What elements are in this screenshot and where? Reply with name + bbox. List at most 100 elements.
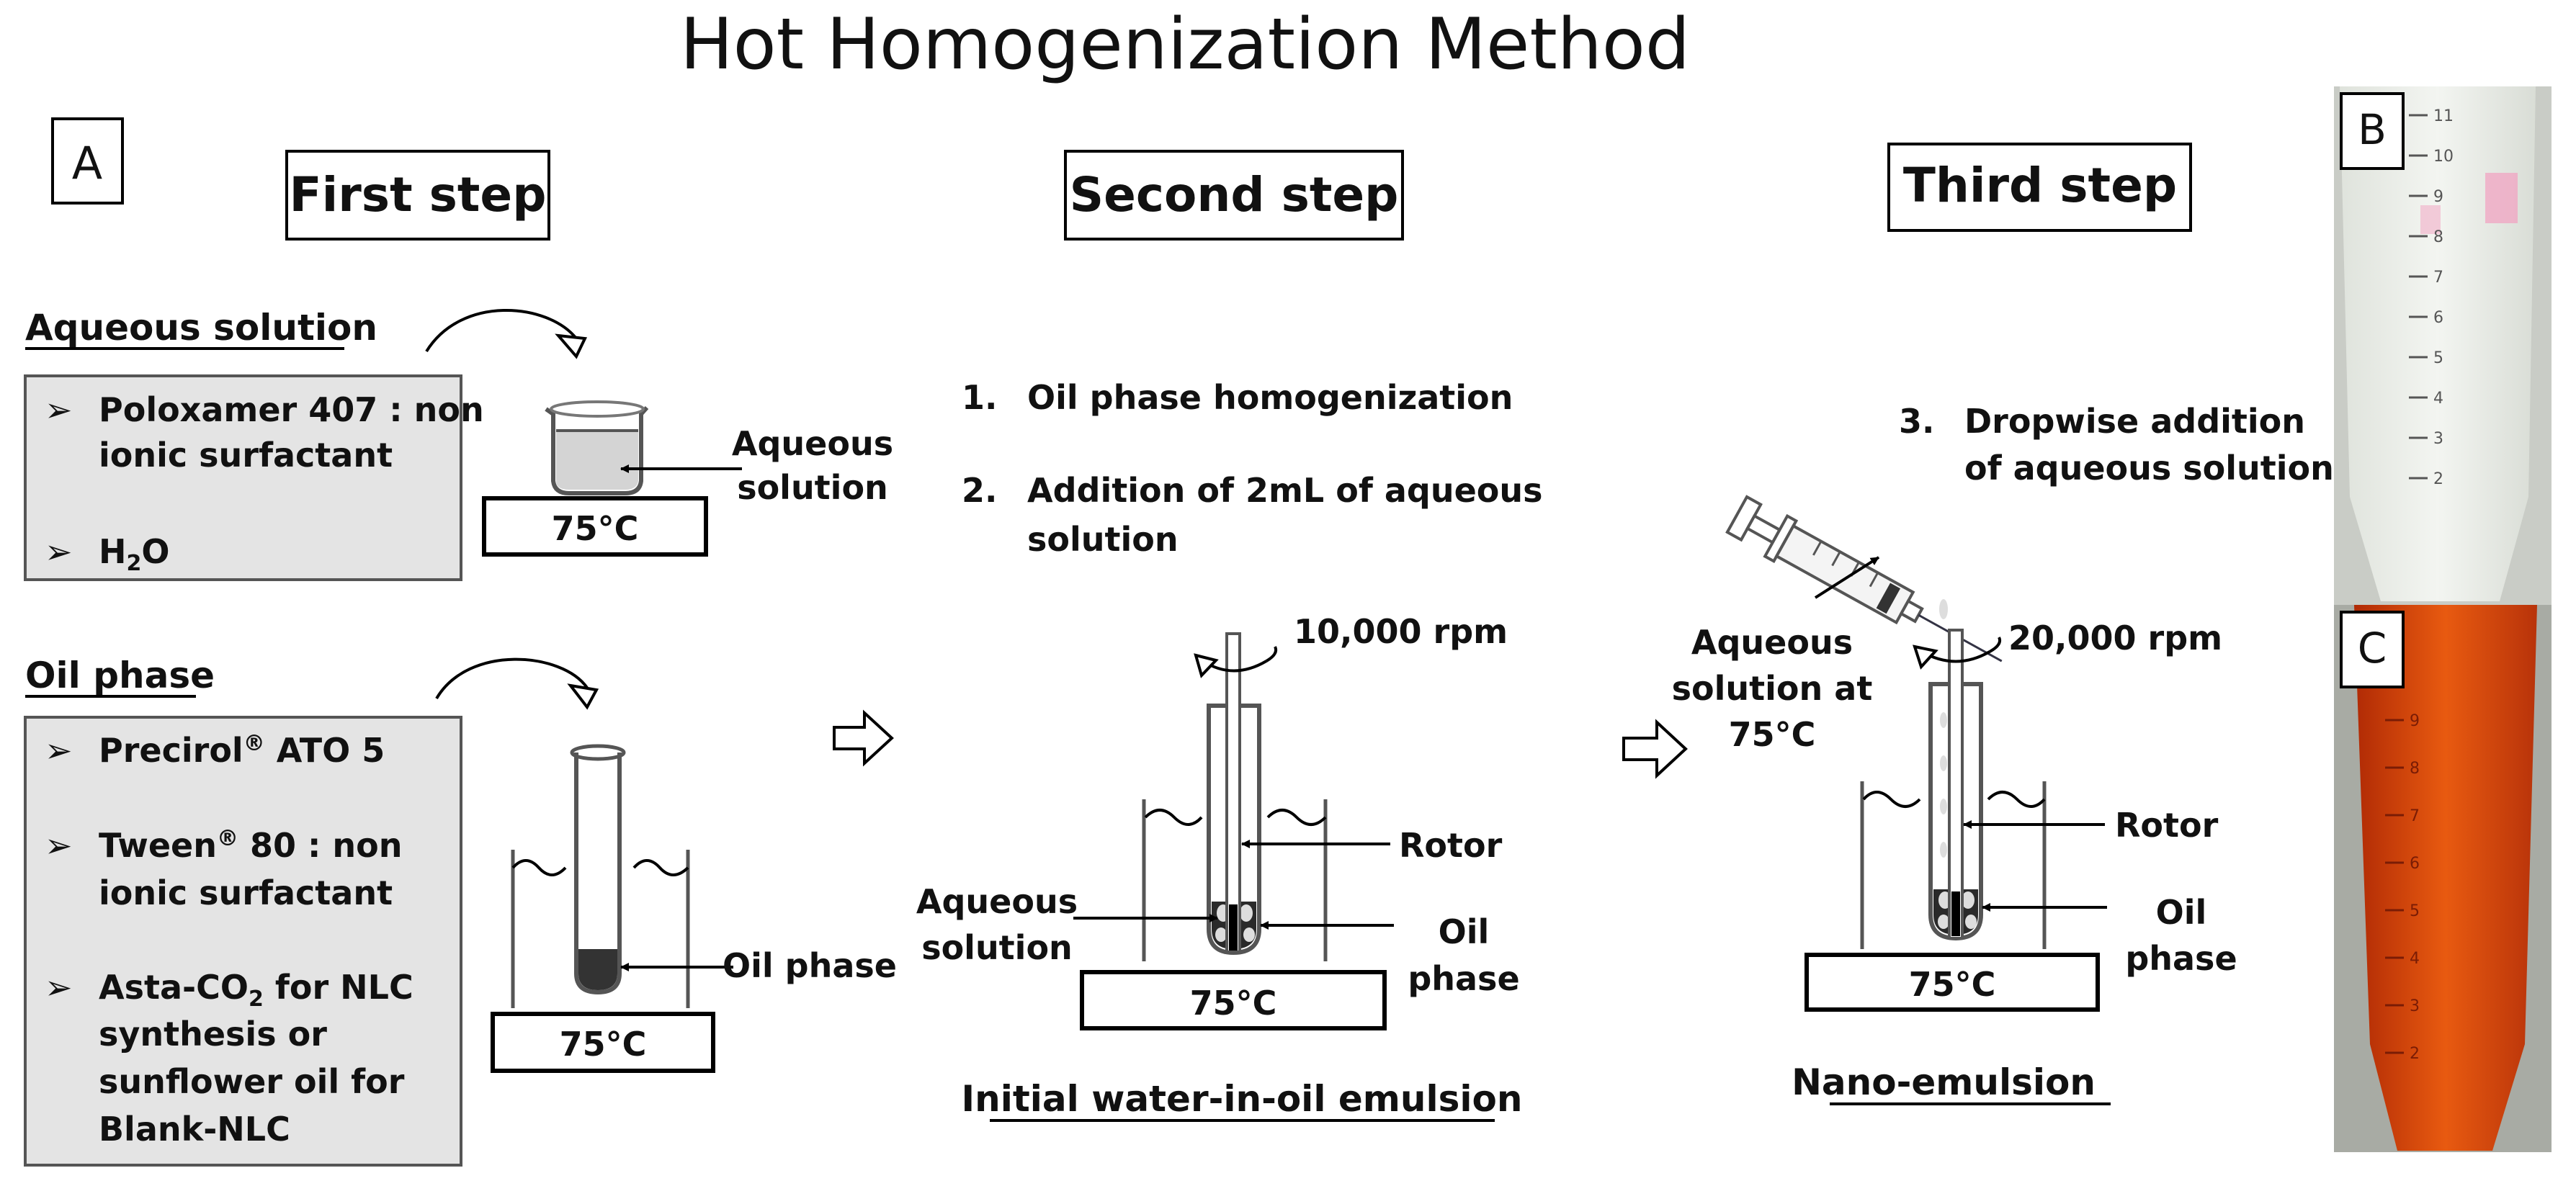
- hotplate-2: 75°C: [491, 1012, 715, 1073]
- scale-tick-label: 10: [2433, 148, 2454, 166]
- second-step-caption: Initial water-in-oil emulsion: [962, 1078, 1523, 1120]
- second-step-header: Second step: [1064, 150, 1404, 241]
- oil-test-tube-bath: [511, 744, 690, 1008]
- curved-arrow-aqueous: [425, 308, 578, 353]
- instruction-1-number: 1.: [962, 378, 997, 417]
- instruction-2-text-line2: solution: [1027, 520, 1179, 559]
- hotplate-4-temp: 75°C: [1909, 965, 1996, 1004]
- syringe-label-1: Aqueous: [1691, 623, 1853, 662]
- oil-label-2a: Oil: [1439, 912, 1490, 951]
- instruction-3-text-line2: of aqueous solution: [1964, 449, 2334, 488]
- instruction-3-text: Dropwise addition: [1964, 402, 2305, 441]
- oil-label-3a: Oil: [2156, 893, 2207, 932]
- aqueous-item-poloxamer-line2: ionic surfactant: [99, 436, 393, 475]
- scale-tick-label: 2: [2433, 470, 2443, 488]
- second-step-label: Second step: [1070, 167, 1399, 223]
- oil-label-3b: phase: [2125, 939, 2237, 978]
- syringe-pointer: [1814, 556, 1880, 599]
- aqueous-beaker-label-2: solution: [737, 468, 888, 507]
- scale-tick-label: 7: [2433, 269, 2443, 287]
- panel-label-a: A: [51, 117, 124, 205]
- photo-c: 9 8 7 6 5 4 3 2 C: [2334, 605, 2552, 1152]
- syringe-label-2: solution at: [1672, 669, 1873, 708]
- scale-tick-label: 9: [2433, 188, 2443, 206]
- panel-label-b-text: B: [2358, 105, 2387, 154]
- rpm-label-1: 10,000 rpm: [1294, 612, 1508, 651]
- oil-item-asta-line3: sunflower oil for: [99, 1062, 405, 1101]
- panel-label-c-text: C: [2358, 624, 2387, 673]
- scale-tick-label: 4: [2410, 950, 2420, 968]
- syringe-icon: [1725, 495, 2003, 662]
- oil-ingredients-box: ➢ Precirol® ATO 5 ➢ Tween® 80 : non ioni…: [24, 716, 462, 1167]
- step-arrow-1: [833, 709, 894, 767]
- hotplate-4: 75°C: [1804, 953, 2100, 1012]
- aqueous-label-2b: solution: [921, 928, 1073, 967]
- scale-tick-label: 11: [2433, 107, 2454, 125]
- scale-c: 9 8 7 6 5 4 3 2: [2385, 712, 2420, 1063]
- curved-arrow-aqueous-head: [555, 333, 588, 359]
- scale-tick-label: 6: [2410, 855, 2420, 873]
- hotplate-3: 75°C: [1080, 970, 1387, 1030]
- rotor-label-1: Rotor: [1399, 826, 1503, 865]
- aqueous-item-water: H2O: [99, 532, 169, 576]
- third-step-caption: Nano-emulsion: [1792, 1061, 2096, 1103]
- instruction-2-number: 2.: [962, 471, 997, 510]
- oil-label-2b: phase: [1408, 959, 1519, 998]
- oil-item-tween: Tween® 80 : non: [99, 826, 403, 865]
- aqueous-beaker-label-1: Aqueous: [732, 424, 893, 463]
- list-bullet: ➢: [45, 731, 73, 770]
- instruction-2-text: Addition of 2mL of aqueous: [1027, 471, 1543, 510]
- list-bullet: ➢: [45, 968, 73, 1007]
- scale-tick-label: 9: [2410, 712, 2420, 730]
- homogenizer-2: [1860, 629, 2047, 949]
- list-bullet: ➢: [45, 532, 73, 571]
- aqueous-item-poloxamer: Poloxamer 407 : non: [99, 390, 484, 429]
- oil-item-precirol: Precirol® ATO 5: [99, 731, 385, 770]
- hotplate-1: 75°C: [482, 496, 708, 557]
- scale-tick-label: 7: [2410, 807, 2420, 825]
- panel-label-a-text: A: [72, 137, 102, 189]
- step-arrow-2: [1622, 719, 1688, 779]
- hotplate-2-temp: 75°C: [560, 1025, 647, 1064]
- rpm-label-2: 20,000 rpm: [2008, 619, 2222, 657]
- syringe-label-3: 75°C: [1729, 715, 1816, 754]
- third-step-label: Third step: [1903, 158, 2177, 213]
- curved-arrow-oil: [435, 657, 589, 700]
- third-step-header: Third step: [1887, 143, 2192, 232]
- aqueous-beaker: [545, 400, 649, 495]
- instruction-1-text: Oil phase homogenization: [1027, 378, 1513, 417]
- photo-b: 11 10 9 8 7 6 5 4 3 2 B: [2334, 86, 2552, 605]
- hotplate-3-temp: 75°C: [1190, 984, 1277, 1023]
- scale-tick-label: 6: [2433, 309, 2443, 327]
- homogenizer-1: [1142, 632, 1328, 961]
- oil-item-tween-line2: ionic surfactant: [99, 873, 393, 912]
- aqueous-ingredients-box: ➢ Poloxamer 407 : non ionic surfactant ➢…: [24, 374, 484, 581]
- first-step-header: First step: [285, 150, 550, 241]
- oil-phase-heading: Oil phase: [25, 655, 215, 696]
- droplet: [1939, 599, 1948, 619]
- scale-tick-label: 3: [2433, 430, 2443, 448]
- aqueous-solution-heading: Aqueous solution: [25, 307, 377, 349]
- aqueous-label-2a: Aqueous: [916, 882, 1078, 921]
- curved-arrow-oil-head: [567, 683, 599, 710]
- list-bullet: ➢: [45, 826, 73, 865]
- list-bullet: ➢: [45, 390, 73, 429]
- hotplate-1-temp: 75°C: [552, 509, 639, 548]
- instruction-3-number: 3.: [1899, 402, 1934, 441]
- scale-tick-label: 5: [2433, 349, 2443, 367]
- scale-tick-label: 8: [2433, 228, 2443, 246]
- scale-b: 11 10 9 8 7 6 5 4 3 2: [2409, 107, 2454, 488]
- oil-item-asta-line4: Blank-NLC: [99, 1110, 290, 1149]
- scale-tick-label: 3: [2410, 997, 2420, 1015]
- oil-item-asta: Asta-CO2 for NLC: [99, 968, 413, 1012]
- figure-title: Hot Homogenization Method: [680, 4, 1690, 86]
- oil-item-asta-line2: synthesis or: [99, 1015, 327, 1054]
- scale-tick-label: 5: [2410, 902, 2420, 920]
- scale-tick-label: 8: [2410, 760, 2420, 778]
- oil-tube-label: Oil phase: [723, 946, 897, 985]
- scale-tick-label: 2: [2410, 1045, 2420, 1063]
- scale-tick-label: 4: [2433, 390, 2443, 408]
- first-step-label: First step: [290, 167, 547, 223]
- rotor-label-2: Rotor: [2115, 806, 2219, 845]
